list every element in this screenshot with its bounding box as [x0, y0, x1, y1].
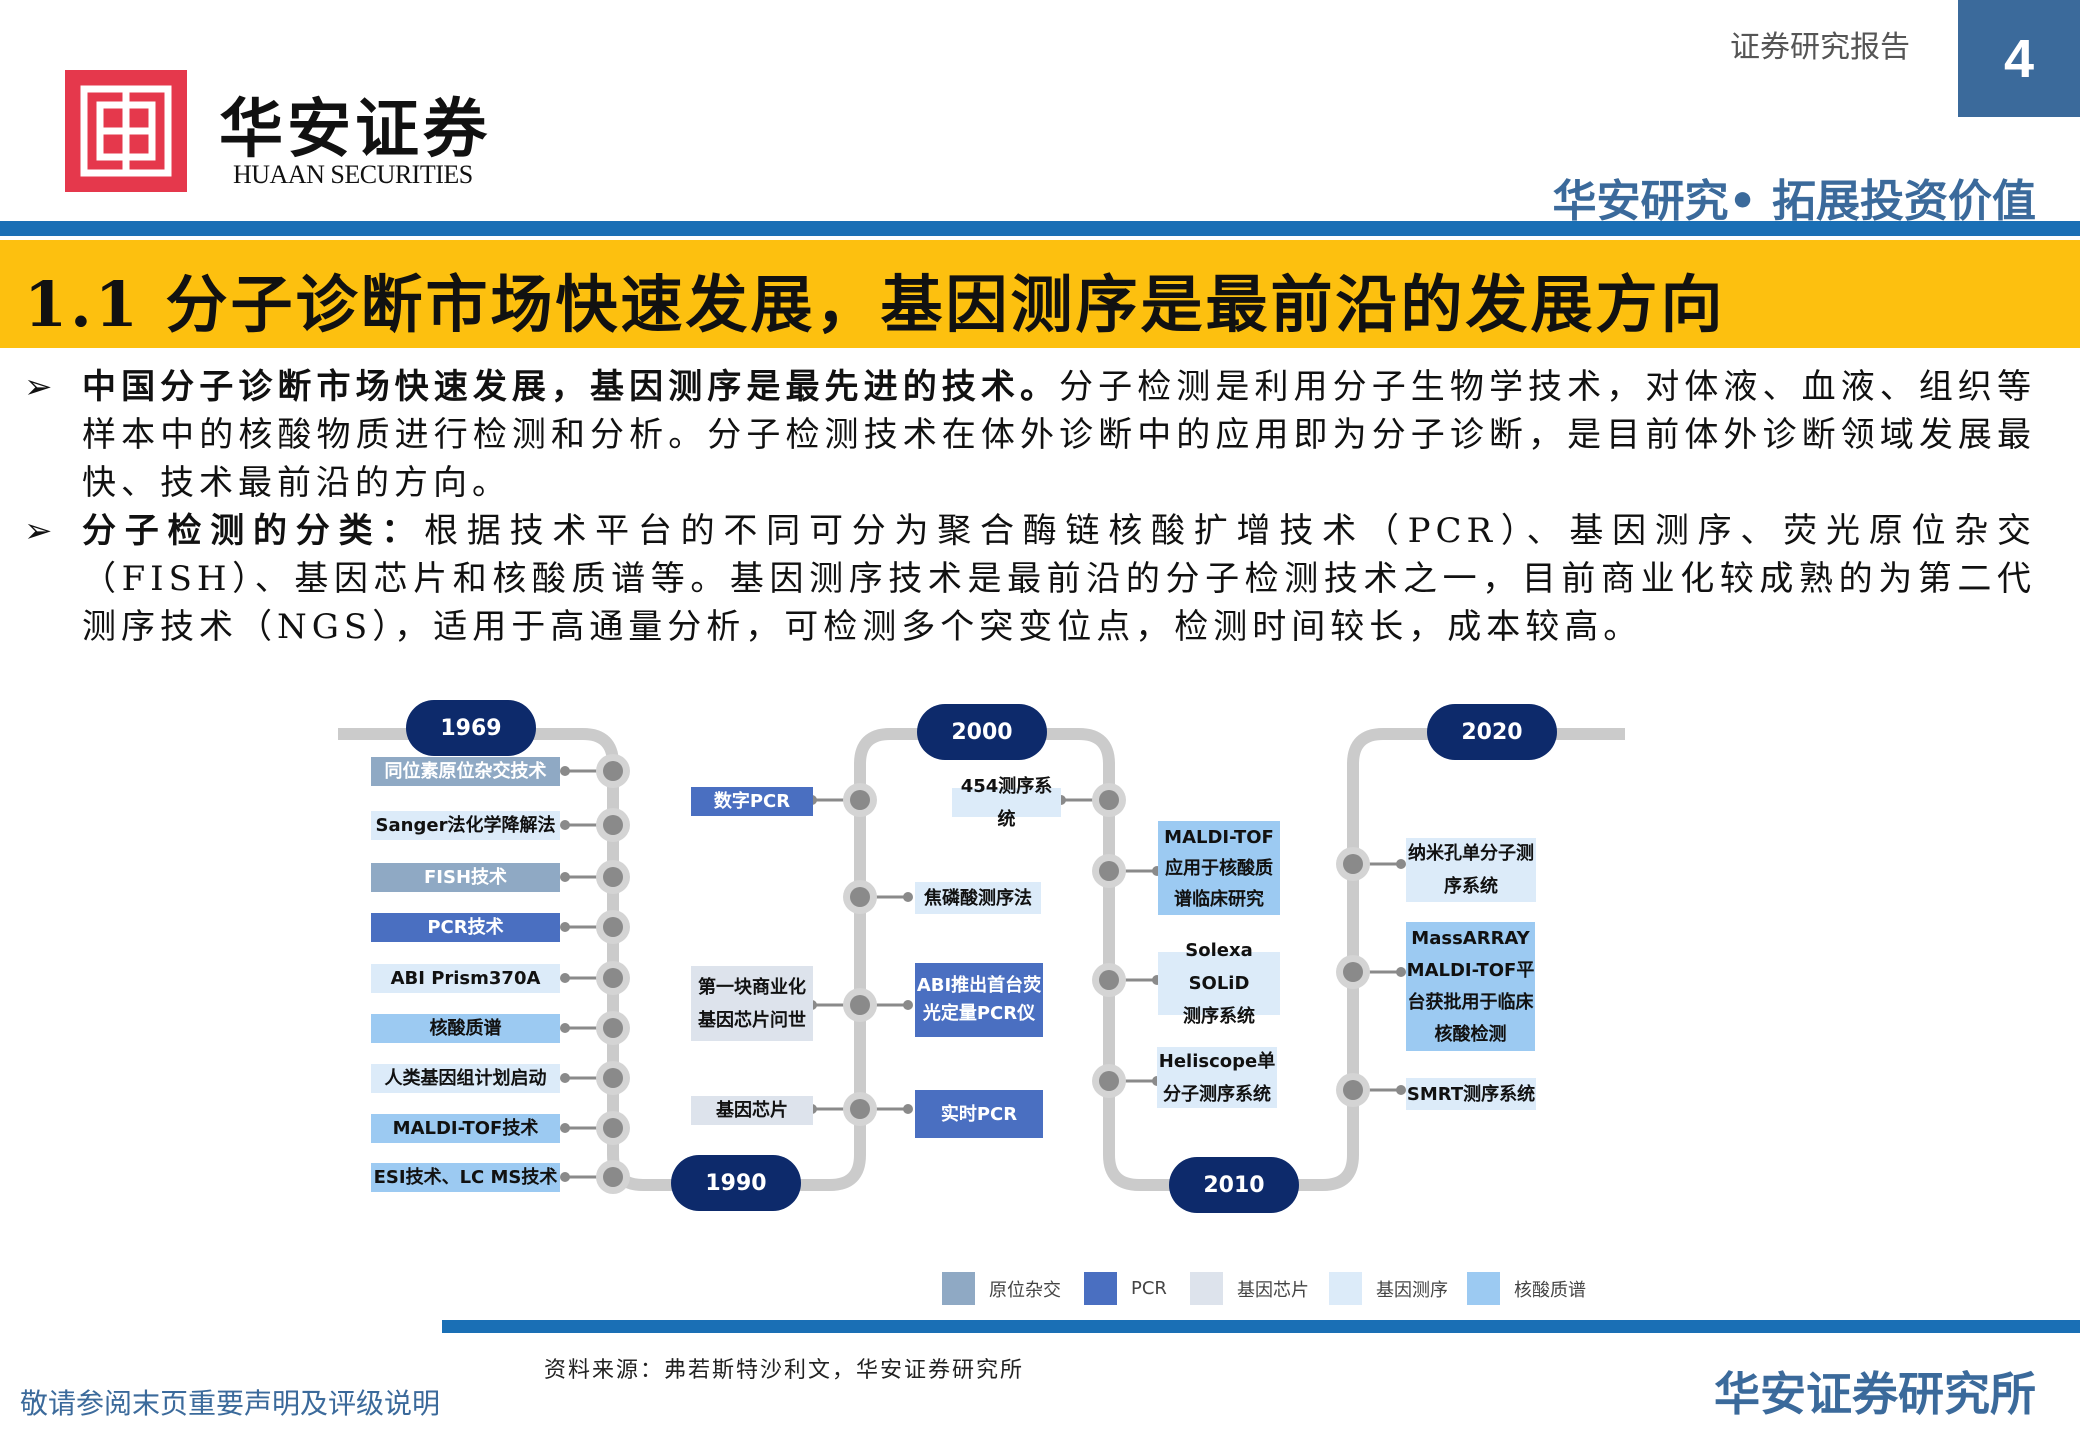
bullet-text: 根据技术平台的不同可分为聚合酶链核酸扩增技术（PCR）、基因测序、荧光原位杂交（…: [82, 511, 2036, 647]
connector-dot: [1396, 1085, 1406, 1095]
year-marker-2020: 2020: [1427, 704, 1557, 760]
logo-emblem-icon: [80, 85, 172, 177]
milestone-box: ESI技术、LC MS技术: [371, 1163, 560, 1192]
legend-label: PCR: [1131, 1278, 1167, 1299]
milestone-box: 第一块商业化 基因芯片问世: [691, 966, 813, 1041]
brand-name-cn: 华安证券: [219, 92, 491, 167]
milestone-box: Solexa SOLiD 测序系统: [1158, 940, 1280, 1027]
year-marker-1990: 1990: [671, 1155, 801, 1211]
legend-item: 原位杂交: [942, 1272, 1061, 1305]
milestone-box: ABI Prism370A: [371, 964, 560, 993]
legend-label: 核酸质谱: [1514, 1279, 1586, 1301]
milestone-box: 454测序系统: [952, 776, 1061, 830]
connector-dot: [1396, 967, 1406, 977]
year-marker-2000: 2000: [917, 704, 1047, 760]
legend-item: PCR: [1084, 1272, 1167, 1305]
timeline-node-center: [850, 1099, 870, 1119]
connector-dot: [560, 1123, 570, 1133]
legend-swatch: [1467, 1272, 1500, 1305]
milestone-box: ABI推出首台荧 光定量PCR仪: [915, 963, 1043, 1037]
timeline-node-center: [603, 1118, 623, 1138]
connector-dot: [1396, 859, 1406, 869]
source-note: 资料来源：弗若斯特沙利文，华安证券研究所: [544, 1358, 1025, 1383]
institute-name: 华安证券研究所: [1714, 1367, 2036, 1421]
connector-dot: [560, 1172, 570, 1182]
timeline-node-center: [1343, 1080, 1363, 1100]
legend-swatch: [1190, 1272, 1223, 1305]
timeline-node-center: [1343, 962, 1363, 982]
arrow-bullet-icon: ➢: [24, 367, 58, 407]
slogan: 华安研究• 拓展投资价值: [1552, 176, 2036, 227]
milestone-box: PCR技术: [371, 913, 560, 942]
milestone-box: FISH技术: [371, 863, 560, 892]
connector-dot: [903, 1000, 913, 1010]
bullet-text: 分子检测是利用分子生物学技术，对体液、血液、组织等样本中的核酸物质进行检测和分析…: [82, 367, 2037, 503]
report-type-label: 证券研究报告: [1730, 30, 1910, 65]
header-divider: [0, 221, 2080, 236]
disclaimer-link[interactable]: 敬请参阅末页重要声明及评级说明: [20, 1387, 441, 1420]
bullet-paragraph: ➢ 中国分子诊断市场快速发展，基因测序是最先进的技术。分子检测是利用分子生物学技…: [24, 363, 2036, 507]
milestone-box: 同位素原位杂交技术: [371, 757, 560, 786]
timeline-node-center: [1099, 970, 1119, 990]
timeline-node-center: [603, 1018, 623, 1038]
timeline-node-center: [603, 968, 623, 988]
milestone-box: MALDI-TOF技术: [371, 1114, 560, 1143]
timeline-node-center: [850, 887, 870, 907]
connector-dot: [560, 922, 570, 932]
bullet-lead: 分子检测的分类：: [82, 511, 425, 551]
timeline-node-center: [603, 867, 623, 887]
arrow-bullet-icon: ➢: [24, 511, 58, 551]
title-banner: [0, 240, 2080, 348]
milestone-box: 人类基因组计划启动: [371, 1064, 560, 1093]
timeline-node-center: [603, 761, 623, 781]
year-marker-2010: 2010: [1169, 1157, 1299, 1213]
milestone-box: 基因芯片: [691, 1096, 813, 1125]
timeline-node-center: [1343, 854, 1363, 874]
milestone-box: 数字PCR: [691, 787, 813, 816]
legend-swatch: [942, 1272, 975, 1305]
bullet-lead: 中国分子诊断市场快速发展，基因测序是最先进的技术。: [82, 367, 1060, 407]
connector-dot: [903, 892, 913, 902]
legend-label: 基因测序: [1376, 1279, 1448, 1301]
legend-swatch: [1329, 1272, 1362, 1305]
milestone-box: MALDI-TOF 应用于核酸质 谱临床研究: [1158, 821, 1280, 915]
timeline-node-center: [850, 790, 870, 810]
milestone-box: Sanger法化学降解法: [371, 811, 560, 840]
milestone-box: MassARRAY MALDI-TOF平 台获批用于临床 核酸检测: [1406, 922, 1535, 1051]
page-title: 1.1 分子诊断市场快速发展，基因测序是最前沿的发展方向: [24, 268, 1726, 341]
page-number: 4: [1958, 0, 2080, 117]
connector-dot: [560, 1023, 570, 1033]
legend-swatch: [1084, 1272, 1117, 1305]
legend-item: 核酸质谱: [1467, 1272, 1586, 1305]
company-logo: [65, 70, 187, 192]
legend-item: 基因测序: [1329, 1272, 1448, 1305]
milestone-box: 纳米孔单分子测 序系统: [1406, 838, 1536, 902]
brand-name-en: HUAAN SECURITIES: [233, 160, 473, 189]
timeline-node-center: [1099, 861, 1119, 881]
timeline-node-center: [850, 995, 870, 1015]
milestone-box: SMRT测序系统: [1406, 1078, 1536, 1110]
timeline-node-center: [603, 917, 623, 937]
connector-dot: [560, 820, 570, 830]
timeline-node-center: [603, 1167, 623, 1187]
connector-dot: [560, 872, 570, 882]
timeline-node-center: [603, 1068, 623, 1088]
timeline-node-center: [1099, 1071, 1119, 1091]
legend-item: 基因芯片: [1190, 1272, 1309, 1305]
bullet-paragraph: ➢ 分子检测的分类：根据技术平台的不同可分为聚合酶链核酸扩增技术（PCR）、基因…: [24, 507, 2036, 651]
year-marker-1969: 1969: [406, 700, 536, 756]
milestone-box: 核酸质谱: [371, 1014, 560, 1043]
legend-label: 原位杂交: [989, 1279, 1061, 1301]
timeline-node-center: [603, 815, 623, 835]
milestone-box: Heliscope单 分子测序系统: [1157, 1047, 1277, 1108]
connector-dot: [560, 766, 570, 776]
milestone-box: 实时PCR: [915, 1090, 1043, 1138]
connector-dot: [560, 973, 570, 983]
footer-divider: [442, 1320, 2080, 1333]
connector-dot: [903, 1104, 913, 1114]
milestone-box: 焦磷酸测序法: [915, 882, 1041, 914]
timeline-node-center: [1099, 790, 1119, 810]
connector-dot: [560, 1073, 570, 1083]
legend-label: 基因芯片: [1237, 1279, 1309, 1301]
